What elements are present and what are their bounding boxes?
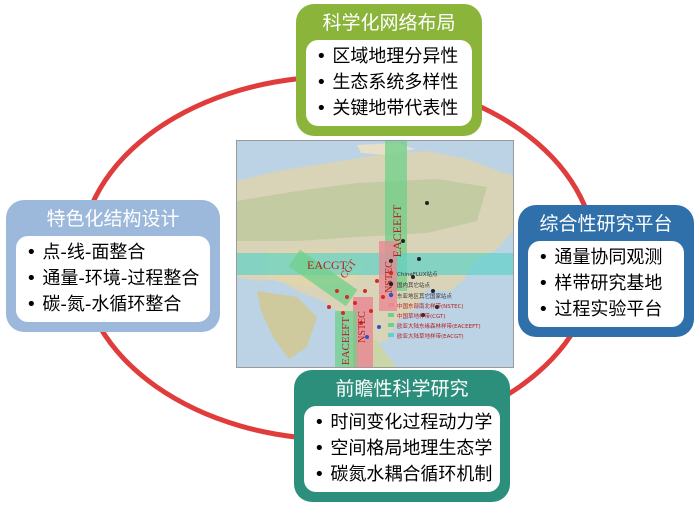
panel-item: 通量-环境-过程整合: [26, 266, 200, 292]
label-nstec-right: NSTEC: [384, 261, 395, 293]
panel-item: 点-线-面整合: [26, 240, 200, 266]
band-cgt: [288, 249, 358, 307]
site-markers: [327, 201, 439, 339]
band-eaceeft-south: [335, 311, 357, 367]
panel-title: 综合性研究平台: [539, 213, 673, 235]
panel-research-platform: 综合性研究平台 通量协同观测 样带研究基地 过程实验平台: [518, 205, 694, 337]
legend-item: 中国东部南北样带(NSTEC): [397, 302, 464, 310]
panel-title: 科学化网络布局: [322, 12, 456, 34]
panel-structure-design: 特色化结构设计 点-线-面整合 通量-环境-过程整合 碳-氮-水循环整合: [6, 200, 220, 332]
label-eacgt: EACGT: [307, 258, 348, 272]
label-nstec-left: NSTEC: [357, 311, 368, 343]
panel-network-layout: 科学化网络布局 区域地理分异性 生态系统多样性 关键地带代表性: [296, 4, 482, 136]
panel-item: 区域地理分异性: [316, 44, 462, 70]
legend-item: 国内其它站点: [397, 281, 431, 289]
panel-item: 空间格局地理生态学: [314, 436, 492, 462]
panel-item: 通量协同观测: [538, 245, 674, 271]
panel-body: 区域地理分异性 生态系统多样性 关键地带代表性: [306, 40, 472, 126]
panel-forward-research: 前瞻性科学研究 时间变化过程动力学 空间格局地理生态学 碳氮水耦合循环机制: [294, 370, 510, 502]
panel-title: 前瞻性科学研究: [335, 378, 469, 400]
panel-item: 关键地带代表性: [316, 96, 462, 122]
land-india: [257, 291, 317, 359]
legend-item: 欧亚大陆东缘森林样带(EACEEFT): [397, 322, 481, 330]
transect-map: EACEEFT EACGT CGT NSTEC NSTEC EACEEFT Ch…: [236, 140, 514, 368]
panel-item: 过程实验平台: [538, 297, 674, 323]
legend-item: 东亚地区其它国家站点: [397, 292, 453, 300]
land-forest-shade: [237, 179, 487, 241]
map-legend: ChinaFLUX站点 国内其它站点 东亚地区其它国家站点 中国东部南北样带(N…: [388, 270, 481, 340]
panel-body: 时间变化过程动力学 空间格局地理生态学 碳氮水耦合循环机制: [304, 406, 500, 492]
panel-item: 碳-氮-水循环整合: [26, 292, 200, 318]
panel-body: 通量协同观测 样带研究基地 过程实验平台: [528, 241, 684, 327]
label-eaceeft-south: EACEEFT: [340, 317, 352, 366]
panel-item: 生态系统多样性: [316, 70, 462, 96]
panel-item: 样带研究基地: [538, 271, 674, 297]
legend-item: ChinaFLUX站点: [397, 270, 438, 278]
legend-item: 中国草地样带(CGT): [397, 312, 446, 320]
panel-body: 点-线-面整合 通量-环境-过程整合 碳-氮-水循环整合: [16, 236, 210, 322]
panel-item: 碳氮水耦合循环机制: [314, 462, 492, 488]
band-nstec-left: [353, 297, 373, 367]
band-eacgt: [237, 253, 513, 275]
legend-item: 欧亚大陆草地样带(EACGT): [397, 332, 464, 340]
panel-item: 时间变化过程动力学: [314, 410, 492, 436]
panel-title: 特色化结构设计: [46, 208, 180, 230]
label-eaceeft-north: EACEEFT: [390, 204, 404, 257]
